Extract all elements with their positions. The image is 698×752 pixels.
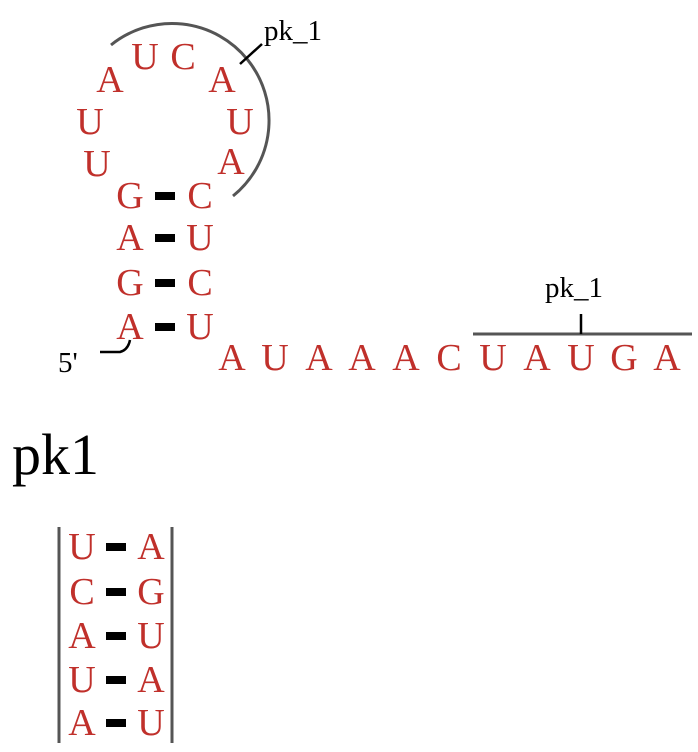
pk-label-loop-tick: [239, 43, 263, 65]
stem-nucleotide-right: C: [187, 175, 212, 217]
tail-nucleotide: A: [218, 337, 246, 379]
base-pair-bond: [155, 192, 175, 200]
loop-nucleotide: A: [96, 59, 124, 101]
base-pair-bond: [155, 323, 175, 331]
base-pair-bond: [155, 279, 175, 287]
pk-nucleotide-left: C: [69, 571, 94, 613]
stem-nucleotide-right: U: [186, 217, 213, 259]
five-prime-connector: [100, 339, 132, 354]
pk-label-loop: pk_1: [264, 15, 322, 47]
pk-nucleotide-left: U: [68, 659, 95, 701]
pk-pair-bond: [106, 719, 126, 727]
stem-nucleotide-right: U: [186, 306, 213, 348]
stem-nucleotide-left: A: [116, 217, 144, 259]
tail-nucleotide: A: [305, 337, 333, 379]
loop-nucleotide: U: [131, 36, 158, 78]
loop-nucleotide: A: [217, 141, 245, 183]
pk-nucleotide-right: U: [137, 702, 164, 744]
tail-nucleotide: C: [436, 337, 461, 379]
tail-nucleotide: A: [348, 337, 376, 379]
base-pair-bond: [155, 234, 175, 242]
pk-nucleotide-left: U: [68, 526, 95, 568]
tail-nucleotide: A: [653, 337, 681, 379]
pk-pair-bond: [106, 676, 126, 684]
tail-nucleotide: A: [523, 337, 551, 379]
pk-nucleotide-right: U: [137, 615, 164, 657]
pk-nucleotide-right: A: [137, 659, 165, 701]
pk-nucleotide-left: A: [68, 702, 96, 744]
loop-nucleotide: U: [226, 101, 253, 143]
loop-nucleotide: A: [208, 59, 236, 101]
loop-nucleotide: U: [83, 143, 110, 185]
pk-label-tail: pk_1: [545, 272, 603, 304]
tail-nucleotide: U: [479, 337, 506, 379]
stem-nucleotide-left: G: [116, 262, 143, 304]
five-prime-label: 5': [58, 347, 78, 379]
pk-pair-bond: [106, 632, 126, 640]
pk-section-title: pk1: [12, 422, 99, 487]
stem-nucleotide-left: A: [116, 306, 144, 348]
tail-nucleotide: A: [392, 337, 420, 379]
tail-nucleotide: G: [610, 337, 637, 379]
loop-nucleotide: C: [170, 36, 195, 78]
loop-nucleotide: U: [76, 101, 103, 143]
stem-nucleotide-right: C: [187, 262, 212, 304]
pk-arc-loop: [110, 21, 271, 198]
pk-pair-bond: [106, 543, 126, 551]
tail-nucleotide: U: [261, 337, 288, 379]
stem-nucleotide-left: G: [116, 175, 143, 217]
pk-nucleotide-right: A: [137, 526, 165, 568]
tail-nucleotide: U: [567, 337, 594, 379]
pk-nucleotide-right: G: [137, 571, 164, 613]
pk-pair-bond: [106, 588, 126, 596]
pk-nucleotide-left: A: [68, 615, 96, 657]
